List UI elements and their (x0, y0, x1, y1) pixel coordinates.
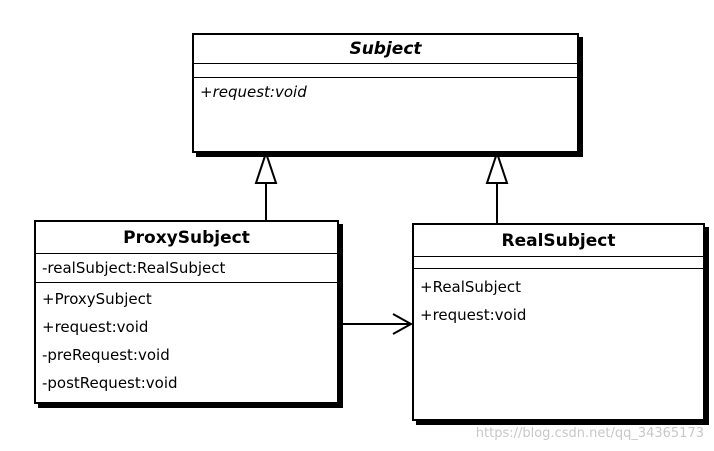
operation-item: -preRequest:void (42, 346, 170, 364)
operations-compartment: +request:void (194, 78, 577, 106)
class-name: RealSubject (414, 225, 703, 257)
operation-item: +request:void (420, 306, 527, 324)
attributes-compartment (194, 64, 577, 78)
attributes-compartment (414, 257, 703, 269)
attributes-compartment: -realSubject:RealSubject (36, 254, 337, 283)
class-name: ProxySubject (36, 222, 337, 254)
generalization-arrowhead-real (485, 149, 509, 184)
class-name: Subject (194, 35, 577, 64)
proxy-subject-class-box[interactable]: ProxySubject -realSubject:RealSubject +P… (34, 220, 339, 404)
generalization-arrowhead-proxy (254, 149, 278, 184)
association-arrowhead (392, 313, 414, 335)
operations-compartment: +RealSubject +request:void (414, 269, 703, 329)
operation-item: +RealSubject (420, 278, 521, 296)
attribute-item: -realSubject:RealSubject (42, 259, 226, 277)
operations-compartment: +ProxySubject +request:void -preRequest:… (36, 283, 337, 397)
operation-item: -postRequest:void (42, 374, 178, 392)
watermark-text: https://blog.csdn.net/qq_34365173 (475, 426, 704, 441)
real-subject-class-box[interactable]: RealSubject +RealSubject +request:void (412, 223, 705, 421)
operation-item: +request:void (200, 83, 307, 101)
subject-class-box[interactable]: Subject +request:void (192, 33, 579, 153)
operation-item: +request:void (42, 318, 149, 336)
operation-item: +ProxySubject (42, 290, 152, 308)
